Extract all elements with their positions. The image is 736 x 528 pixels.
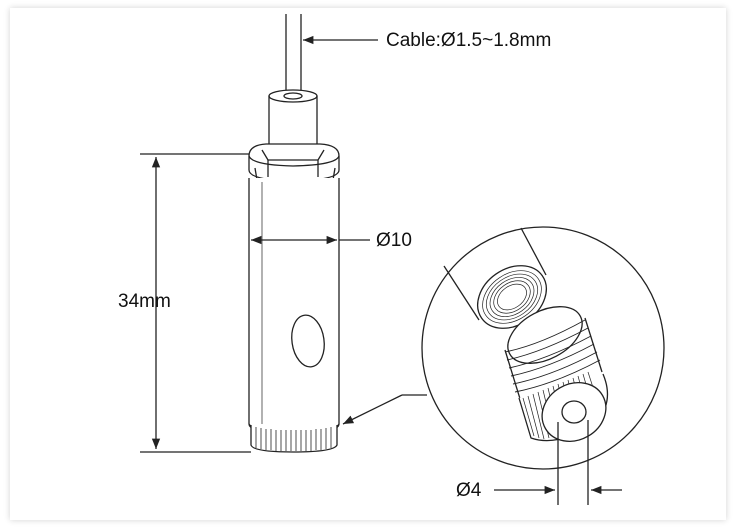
side-hole [291, 314, 325, 368]
length-label: 34mm [118, 291, 171, 312]
knurled-ring [250, 425, 338, 453]
hole-dimension [494, 420, 622, 505]
body-diameter-label: Ø10 [376, 230, 412, 251]
cylinder-body [248, 178, 340, 435]
hole-diameter-label: Ø4 [456, 480, 482, 501]
top-collar [248, 143, 340, 182]
cable [285, 14, 302, 96]
length-dimension [140, 153, 251, 453]
detail-view [421, 226, 665, 505]
cable-label: Cable:Ø1.5~1.8mm [386, 30, 552, 51]
detail-leader [342, 394, 427, 425]
gland-neck [268, 89, 318, 145]
